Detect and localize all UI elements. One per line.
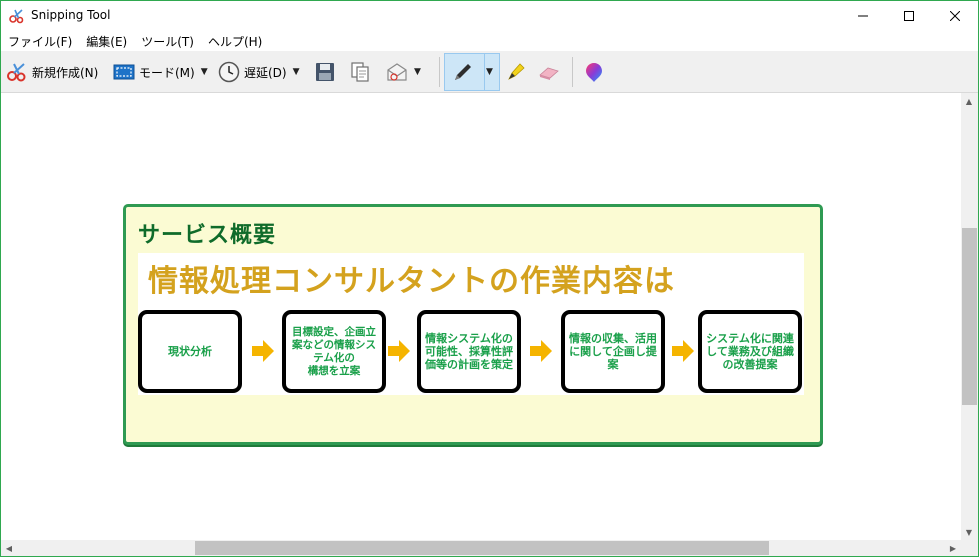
horizontal-scroll-thumb[interactable] [195,541,769,555]
scissors-icon [7,63,26,82]
arrow-right-icon [252,340,274,362]
close-button[interactable] [932,1,978,31]
step-box: 情報の収集、活用に関して企画し提案 [561,310,665,393]
delay-dropdown-icon[interactable]: ▼ [292,67,300,77]
send-snip-button[interactable]: ▼ [386,57,421,87]
scrollbar-corner [961,540,978,556]
arrow-right-icon [388,340,410,362]
eraser-button[interactable] [538,57,560,87]
vertical-scroll-thumb[interactable] [962,228,977,405]
step-box: システム化に関連して業務及び組織の改善提案 [698,310,802,393]
pen-icon [455,64,471,80]
menu-file[interactable]: ファイル(F) [8,35,73,49]
save-icon [316,63,334,81]
step-text: 現状分析 [168,345,212,358]
snip-heading: 情報処理コンサルタントの作業内容は [148,264,675,299]
toolbar: 新規作成(N) モード(M) ▼ 遅延(D) ▼ [1,51,978,93]
snip-service-title: サービス概要 [138,223,277,248]
maximize-button[interactable] [886,1,932,31]
scroll-up-icon[interactable]: ▲ [965,96,973,106]
delay-button[interactable]: 遅延(D) ▼ [218,57,300,87]
title-bar: Snipping Tool [1,1,978,31]
arrow-right-icon [672,340,694,362]
toolbar-separator [439,57,440,87]
pen-icon-wrap[interactable] [452,57,474,87]
step-text: 目標設定、企画立案などの情報システム化の 構想を立案 [292,325,376,377]
pen-dropdown[interactable]: ▼ [486,57,493,87]
toolbar-separator-2 [572,57,573,87]
pen-dropdown-icon[interactable]: ▼ [486,67,493,77]
new-snip-label: 新規作成(N) [32,65,99,80]
step-box: 情報システム化の可能性、採算性評価等の計画を策定 [417,310,521,393]
minimize-icon [858,15,868,17]
send-mail-icon [387,63,407,81]
copy-button[interactable] [349,57,371,87]
highlighter-icon [508,63,525,80]
pen-tool-button[interactable] [444,53,500,91]
scroll-down-icon[interactable]: ▼ [965,527,973,537]
highlighter-button[interactable] [505,57,527,87]
scroll-left-icon[interactable]: ◀ [5,543,13,553]
snip-content-panel: 情報処理コンサルタントの作業内容は 現状分析 目標設定、企画立案などの情報システ… [138,253,804,395]
step-text: 情報の収集、活用に関して企画し提案 [569,332,657,371]
arrow-right-icon [530,340,552,362]
clock-icon [218,61,240,83]
mode-label: モード(M) [139,65,195,80]
minimize-button[interactable] [840,1,886,31]
snip-canvas: サービス概要 情報処理コンサルタントの作業内容は 現状分析 目標設定、企画立案な… [1,93,961,540]
scissors-app-icon [9,9,24,24]
new-snip-button[interactable]: 新規作成(N) [6,57,98,87]
step-text: システム化に関連して業務及び組織の改善提案 [706,332,794,371]
save-button[interactable] [314,57,336,87]
vertical-scrollbar[interactable]: ▲ ▼ [961,93,978,540]
mode-rectangle-icon [113,64,135,80]
delay-label: 遅延(D) [244,65,287,80]
step-box: 目標設定、企画立案などの情報システム化の 構想を立案 [282,310,386,393]
step-text: 情報システム化の可能性、採算性評価等の計画を策定 [425,332,513,371]
menu-edit[interactable]: 編集(E) [86,35,128,49]
send-dropdown-icon[interactable]: ▼ [414,67,421,77]
menu-bar: ファイル(F) 編集(E) ツール(T) ヘルプ(H) [1,31,978,51]
menu-tools[interactable]: ツール(T) [141,35,194,49]
step-box: 現状分析 [138,310,242,393]
mode-button[interactable]: モード(M) ▼ [113,57,208,87]
captured-snip-image: サービス概要 情報処理コンサルタントの作業内容は 現状分析 目標設定、企画立案な… [123,204,823,445]
paint3d-button[interactable] [583,57,605,87]
eraser-icon [539,67,559,80]
pen-split-divider [484,53,485,91]
mode-dropdown-icon[interactable]: ▼ [200,67,208,77]
scroll-right-icon[interactable]: ▶ [949,543,957,553]
window-title: Snipping Tool [31,8,111,22]
copy-icon [351,62,369,82]
paint3d-icon [586,63,602,82]
close-icon [950,11,960,21]
menu-help[interactable]: ヘルプ(H) [207,35,263,49]
maximize-icon [904,11,914,21]
horizontal-scrollbar[interactable]: ◀ ▶ [1,540,961,556]
